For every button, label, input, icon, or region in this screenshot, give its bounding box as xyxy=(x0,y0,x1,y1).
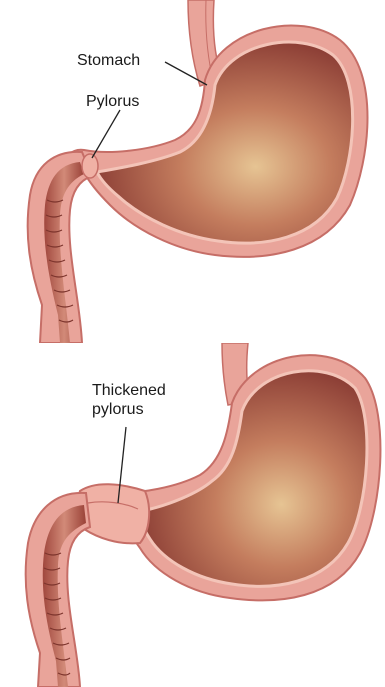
thickened-pylorus-label-line1: Thickened xyxy=(92,381,212,400)
pylorus-ring xyxy=(82,154,98,178)
stomach-label: Stomach xyxy=(77,51,140,70)
thickened-pylorus-label: Thickened pylorus xyxy=(92,381,212,419)
pyloric-stenosis-diagram: Thickened pylorus xyxy=(0,343,385,686)
normal-stomach-diagram: Stomach Pylorus xyxy=(0,0,385,343)
thickened-pylorus-label-line2: pylorus xyxy=(92,400,212,419)
pylorus-label: Pylorus xyxy=(86,92,139,111)
normal-stomach-illustration xyxy=(0,0,385,343)
